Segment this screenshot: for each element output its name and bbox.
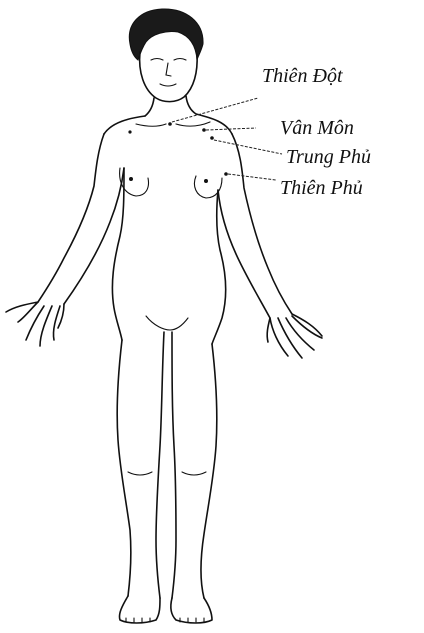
left-eye bbox=[151, 59, 163, 61]
leader-van-mon bbox=[206, 128, 256, 130]
left-arm-outer bbox=[38, 134, 104, 302]
point-van-mon bbox=[202, 128, 206, 132]
label-thien-dot: Thiên Đột bbox=[262, 65, 343, 87]
nose bbox=[166, 63, 171, 76]
label-thien-phu: Thiên Phủ bbox=[280, 177, 363, 199]
right-foot bbox=[171, 598, 212, 623]
toes bbox=[126, 618, 204, 622]
point-thien-phu bbox=[224, 172, 228, 176]
neck-left bbox=[145, 98, 154, 116]
right-hand bbox=[267, 314, 322, 358]
right-eye bbox=[174, 59, 186, 61]
left-knee bbox=[128, 472, 152, 475]
left-leg-outer bbox=[117, 340, 131, 596]
leader-thien-dot bbox=[172, 98, 258, 122]
right-leg-outer bbox=[201, 344, 217, 598]
left-nipple bbox=[129, 177, 133, 181]
torso-right bbox=[212, 190, 226, 344]
right-arm-outer bbox=[232, 134, 292, 314]
point-thien-dot bbox=[168, 122, 172, 126]
mouth bbox=[160, 84, 176, 86]
right-nipple bbox=[204, 179, 208, 183]
label-van-mon: Vân Môn bbox=[280, 117, 354, 139]
left-hand bbox=[6, 302, 64, 346]
label-trung-phu: Trung Phủ bbox=[286, 146, 371, 168]
leader-trung-phu bbox=[214, 140, 282, 154]
right-collarbone bbox=[176, 122, 210, 126]
face-outline bbox=[140, 52, 198, 102]
neck-right bbox=[186, 96, 196, 114]
leader-thien-phu bbox=[228, 174, 276, 180]
torso-left bbox=[112, 168, 124, 340]
right-leg-inner bbox=[172, 332, 176, 598]
right-knee bbox=[182, 472, 206, 475]
point-trung-phu bbox=[210, 136, 214, 140]
left-collarbone bbox=[136, 124, 166, 126]
pelvis bbox=[146, 316, 188, 330]
right-shoulder bbox=[196, 114, 232, 134]
point-van-mon-left bbox=[128, 130, 131, 133]
left-leg-inner bbox=[156, 332, 164, 598]
